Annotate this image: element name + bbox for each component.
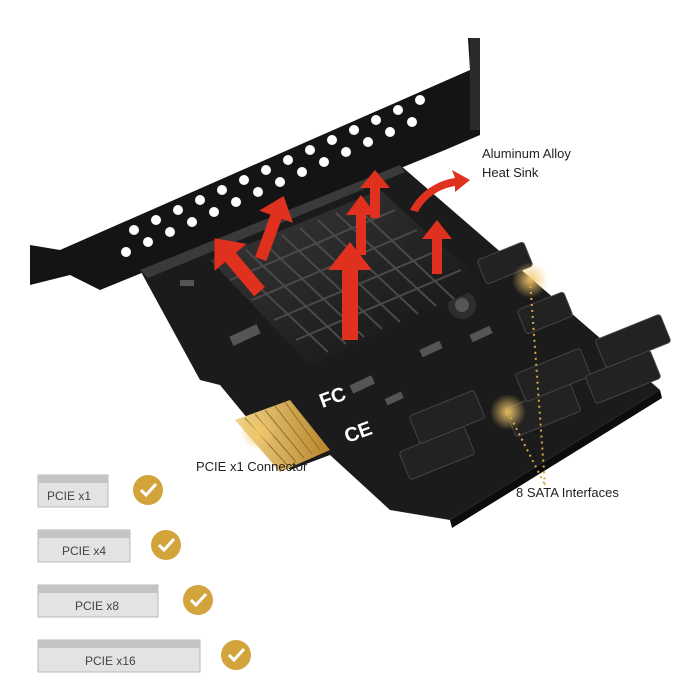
- heat-arrow-icon: [422, 220, 452, 274]
- heat-arrow-icon: [360, 170, 390, 218]
- leader-lines: [507, 279, 546, 486]
- callout-heatsink-line1: Aluminum Alloy: [482, 146, 571, 161]
- callout-pcie-connector: PCIE x1 Connector: [196, 459, 308, 474]
- checkmark-icon: [133, 475, 163, 505]
- heat-arrows: [214, 170, 470, 340]
- slot-x16: PCIE x16: [37, 639, 251, 673]
- slot-label-x8: PCIE x8: [75, 599, 119, 613]
- compatibility-list: PCIE x1 PCIE x4 PCIE x8 PCIE x16: [37, 474, 251, 673]
- slot-label-x1: PCIE x1: [47, 489, 91, 503]
- bracket-vent-holes: [121, 95, 425, 257]
- slot-label-x4: PCIE x4: [62, 544, 106, 558]
- callout-heatsink-line2: Heat Sink: [482, 165, 539, 180]
- mounting-bracket: [30, 38, 480, 290]
- heat-arrow-icon: [214, 238, 265, 297]
- slot-x8: PCIE x8: [37, 584, 213, 618]
- checkmark-icon: [151, 530, 181, 560]
- board-components: [180, 280, 493, 406]
- callout-arrow: [410, 170, 470, 212]
- slot-x1: PCIE x1: [37, 474, 163, 508]
- sata-ports: [399, 241, 671, 480]
- slot-label-x16: PCIE x16: [85, 654, 136, 668]
- checkmark-icon: [183, 585, 213, 615]
- slot-x4: PCIE x4: [37, 529, 181, 563]
- heat-arrow-icon: [346, 195, 376, 255]
- checkmark-icon: [221, 640, 251, 670]
- pcie-gold-fingers: [235, 400, 330, 472]
- callout-sata: 8 SATA Interfaces: [516, 485, 619, 500]
- heat-arrow-icon: [255, 196, 294, 262]
- heat-arrow-icon: [328, 242, 372, 340]
